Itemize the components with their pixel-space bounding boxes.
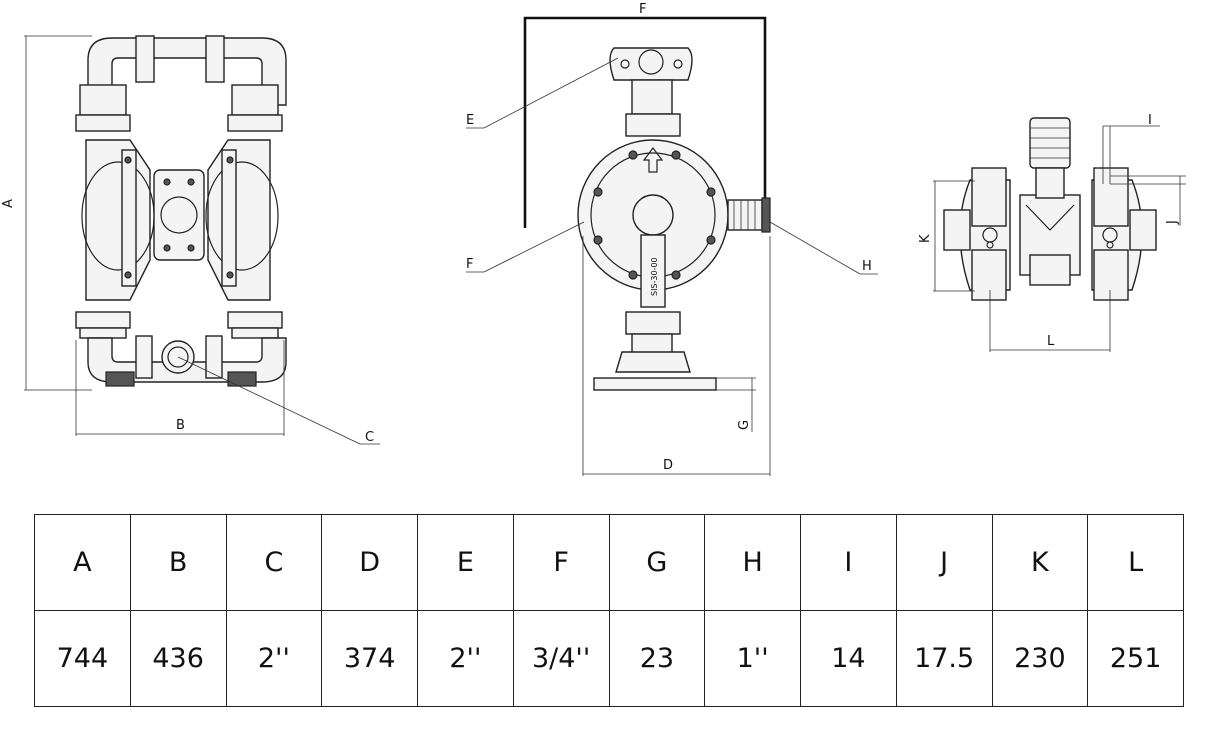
value-cell: 744 (34, 610, 131, 707)
header-cell: G (608, 514, 706, 611)
header-cell: D (321, 514, 418, 611)
label-e: E (466, 113, 474, 128)
side-view: SIS-30-00 (466, 16, 878, 476)
label-l: L (1047, 334, 1055, 349)
header-cell: J (895, 514, 993, 611)
header-cell: L (1087, 514, 1184, 611)
table-value-row: 744 436 2'' 374 2'' 3/4'' 23 1'' 14 17.5… (34, 610, 1184, 707)
value-cell: 230 (991, 610, 1089, 707)
header-cell: C (225, 514, 323, 611)
top-view (933, 117, 1186, 352)
value-cell: 23 (608, 610, 706, 707)
label-f-side: F (466, 257, 473, 272)
label-k: K (918, 234, 933, 243)
label-a: A (1, 199, 16, 208)
value-cell: 1'' (704, 610, 801, 707)
label-h: H (862, 259, 872, 274)
label-g: G (737, 420, 752, 430)
header-cell: K (991, 514, 1089, 611)
header-cell: I (800, 514, 897, 611)
pump-dimension-drawing: SIS-30-00 (1, 2, 1186, 476)
value-cell: 2'' (225, 610, 323, 707)
value-cell: 17.5 (895, 610, 993, 707)
label-d: D (663, 458, 673, 473)
header-cell: F (512, 514, 610, 611)
value-cell: 14 (800, 610, 897, 707)
value-cell: 251 (1087, 610, 1184, 707)
label-j: J (1165, 220, 1180, 225)
label-c: C (365, 430, 374, 445)
value-cell: 374 (321, 610, 418, 707)
dimension-table: A B C D E F G H I J K L 744 436 2'' 374 … (34, 514, 1184, 707)
header-cell: B (129, 514, 227, 611)
header-cell: A (34, 514, 131, 611)
label-b: B (176, 418, 185, 433)
label-f-top: F (639, 2, 646, 17)
label-i: I (1148, 113, 1152, 128)
value-cell: 3/4'' (512, 610, 610, 707)
header-cell: H (704, 514, 801, 611)
table-header-row: A B C D E F G H I J K L (34, 514, 1184, 611)
front-view (24, 35, 380, 445)
plate-marking: SIS-30-00 (650, 257, 659, 296)
header-cell: E (417, 514, 514, 611)
value-cell: 436 (129, 610, 227, 707)
value-cell: 2'' (417, 610, 514, 707)
